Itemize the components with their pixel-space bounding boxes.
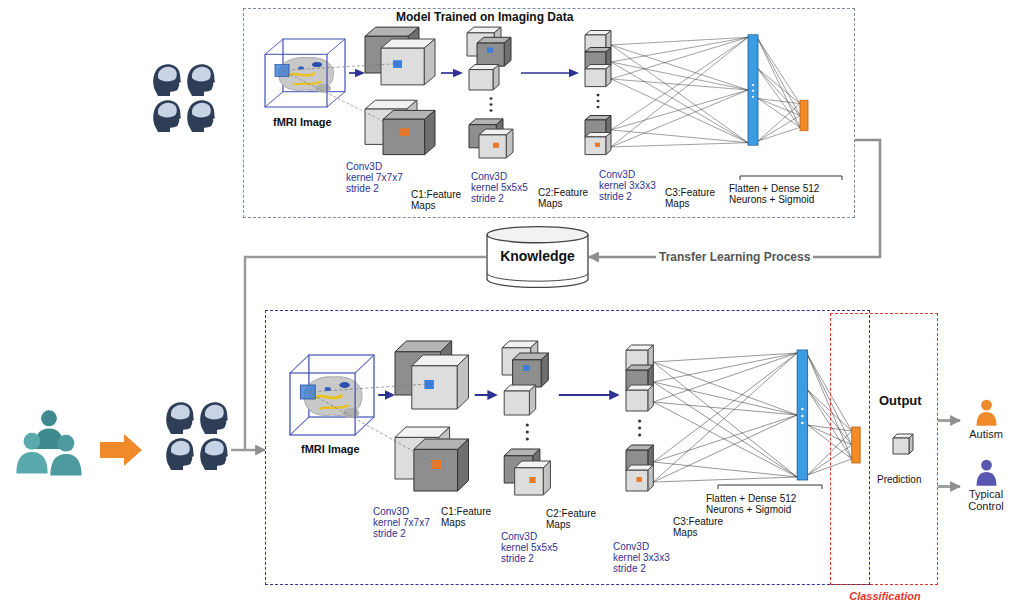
connector xyxy=(938,419,960,422)
brain-icons xyxy=(153,64,215,132)
input-label: fMRI Image xyxy=(273,116,332,128)
connector xyxy=(245,257,486,450)
output-label: Output xyxy=(879,394,922,408)
autism-icon xyxy=(977,400,997,426)
feature-label: C2:Feature Maps xyxy=(538,187,596,209)
class-label: Typical Control xyxy=(960,488,1012,512)
prediction-label: Prediction xyxy=(877,474,921,485)
edge-label: Transfer Learning Process xyxy=(656,250,813,264)
feature-label: C1:Feature Maps xyxy=(441,506,499,528)
dense-label: Flatten + Dense 512 Neurons + Sigmoid xyxy=(729,183,847,205)
dense-bracket xyxy=(718,485,822,489)
layer-label: Conv3D kernel 7x7x7 stride 2 xyxy=(373,506,437,539)
orange-arrow xyxy=(100,434,142,466)
prediction-cube xyxy=(893,434,913,454)
model-panel: Model Trained on Imaging Data fMRI ImageC… xyxy=(243,8,855,218)
store-label: Knowledge xyxy=(500,249,575,264)
feature-label: C2:Feature Maps xyxy=(546,508,604,530)
people-icon xyxy=(16,410,81,475)
knowledge-store: Knowledge xyxy=(486,226,589,288)
layer-label: Conv3D kernel 5x5x5 stride 2 xyxy=(471,171,535,204)
dense-bracket xyxy=(740,176,842,180)
cnn-bottom xyxy=(290,341,860,495)
classification-panel: OutputPredictionClassification xyxy=(830,313,938,585)
connector xyxy=(589,140,880,257)
target-panel: fMRI ImageConv3D kernel 7x7x7 stride 2C1… xyxy=(265,310,870,585)
join-line xyxy=(231,449,245,452)
layer-label: Conv3D kernel 7x7x7 stride 2 xyxy=(346,161,410,194)
feature-label: C3:Feature Maps xyxy=(665,187,723,209)
feature-label: C1:Feature Maps xyxy=(411,189,469,211)
control-icon xyxy=(977,460,997,486)
layer-label: Conv3D kernel 3x3x3 stride 2 xyxy=(599,169,663,202)
dense-label: Flatten + Dense 512 Neurons + Sigmoid xyxy=(706,493,824,515)
layer-label: Conv3D kernel 5x5x5 stride 2 xyxy=(501,531,565,564)
panel-title: Model Trained on Imaging Data xyxy=(394,11,575,24)
class-node: Typical Control xyxy=(960,458,1012,515)
connector xyxy=(938,485,960,488)
layer-label: Conv3D kernel 3x3x3 stride 2 xyxy=(613,541,677,574)
panel-title: Classification xyxy=(831,590,939,602)
cnn-top xyxy=(265,27,808,158)
class-label: Autism xyxy=(960,428,1012,440)
input-label: fMRI Image xyxy=(301,443,360,455)
class-node: Autism xyxy=(960,398,1012,443)
feature-label: C3:Feature Maps xyxy=(673,516,731,538)
brain-icons xyxy=(166,402,228,470)
